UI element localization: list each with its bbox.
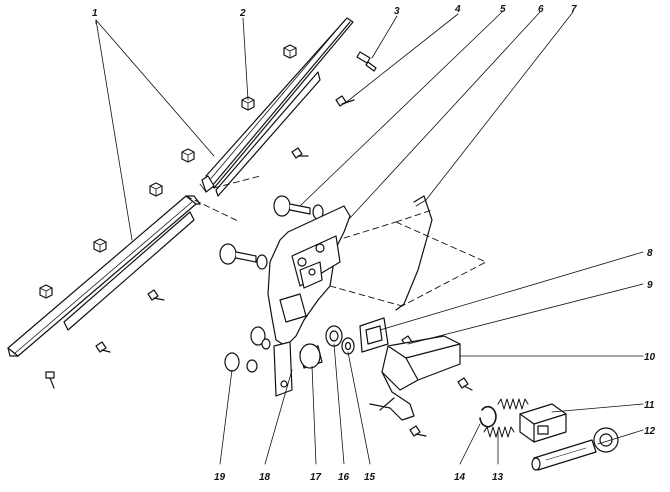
callout-10: 10 — [644, 352, 656, 363]
moulding-clips — [39, 44, 297, 299]
callout-3: 3 — [394, 6, 400, 17]
lock-mechanism — [267, 205, 351, 397]
callout-17: 17 — [310, 472, 322, 483]
callout-8: 8 — [647, 248, 653, 259]
callout-11: 11 — [644, 400, 655, 411]
callout-19: 19 — [214, 472, 226, 483]
upper-moulding-strip — [199, 17, 354, 197]
callout-14: 14 — [454, 472, 466, 483]
callout-16: 16 — [338, 472, 350, 483]
callout-2: 2 — [239, 8, 246, 19]
lock-housing — [519, 403, 567, 443]
small-screws — [45, 51, 473, 437]
washers-and-bushing — [299, 325, 355, 369]
dashed-guides — [185, 175, 487, 307]
retaining-clip — [479, 405, 497, 428]
callout-9: 9 — [647, 280, 653, 291]
callout-13: 13 — [492, 472, 504, 483]
callout-6: 6 — [538, 4, 544, 15]
lower-moulding-strip — [7, 195, 201, 357]
gasket — [359, 317, 389, 353]
callout-1: 1 — [92, 8, 98, 19]
callout-labels: 1 2 3 4 5 6 7 8 9 10 11 12 13 14 15 16 1… — [92, 4, 656, 483]
lock-rod — [395, 195, 433, 311]
outer-door-handle — [369, 335, 461, 421]
callout-7: 7 — [571, 4, 577, 15]
springs — [483, 398, 529, 438]
callout-15: 15 — [364, 472, 376, 483]
callout-12: 12 — [644, 426, 656, 437]
callout-4: 4 — [454, 4, 461, 15]
leader-lines — [95, 11, 644, 465]
callout-5: 5 — [500, 4, 506, 15]
callout-18: 18 — [259, 472, 271, 483]
